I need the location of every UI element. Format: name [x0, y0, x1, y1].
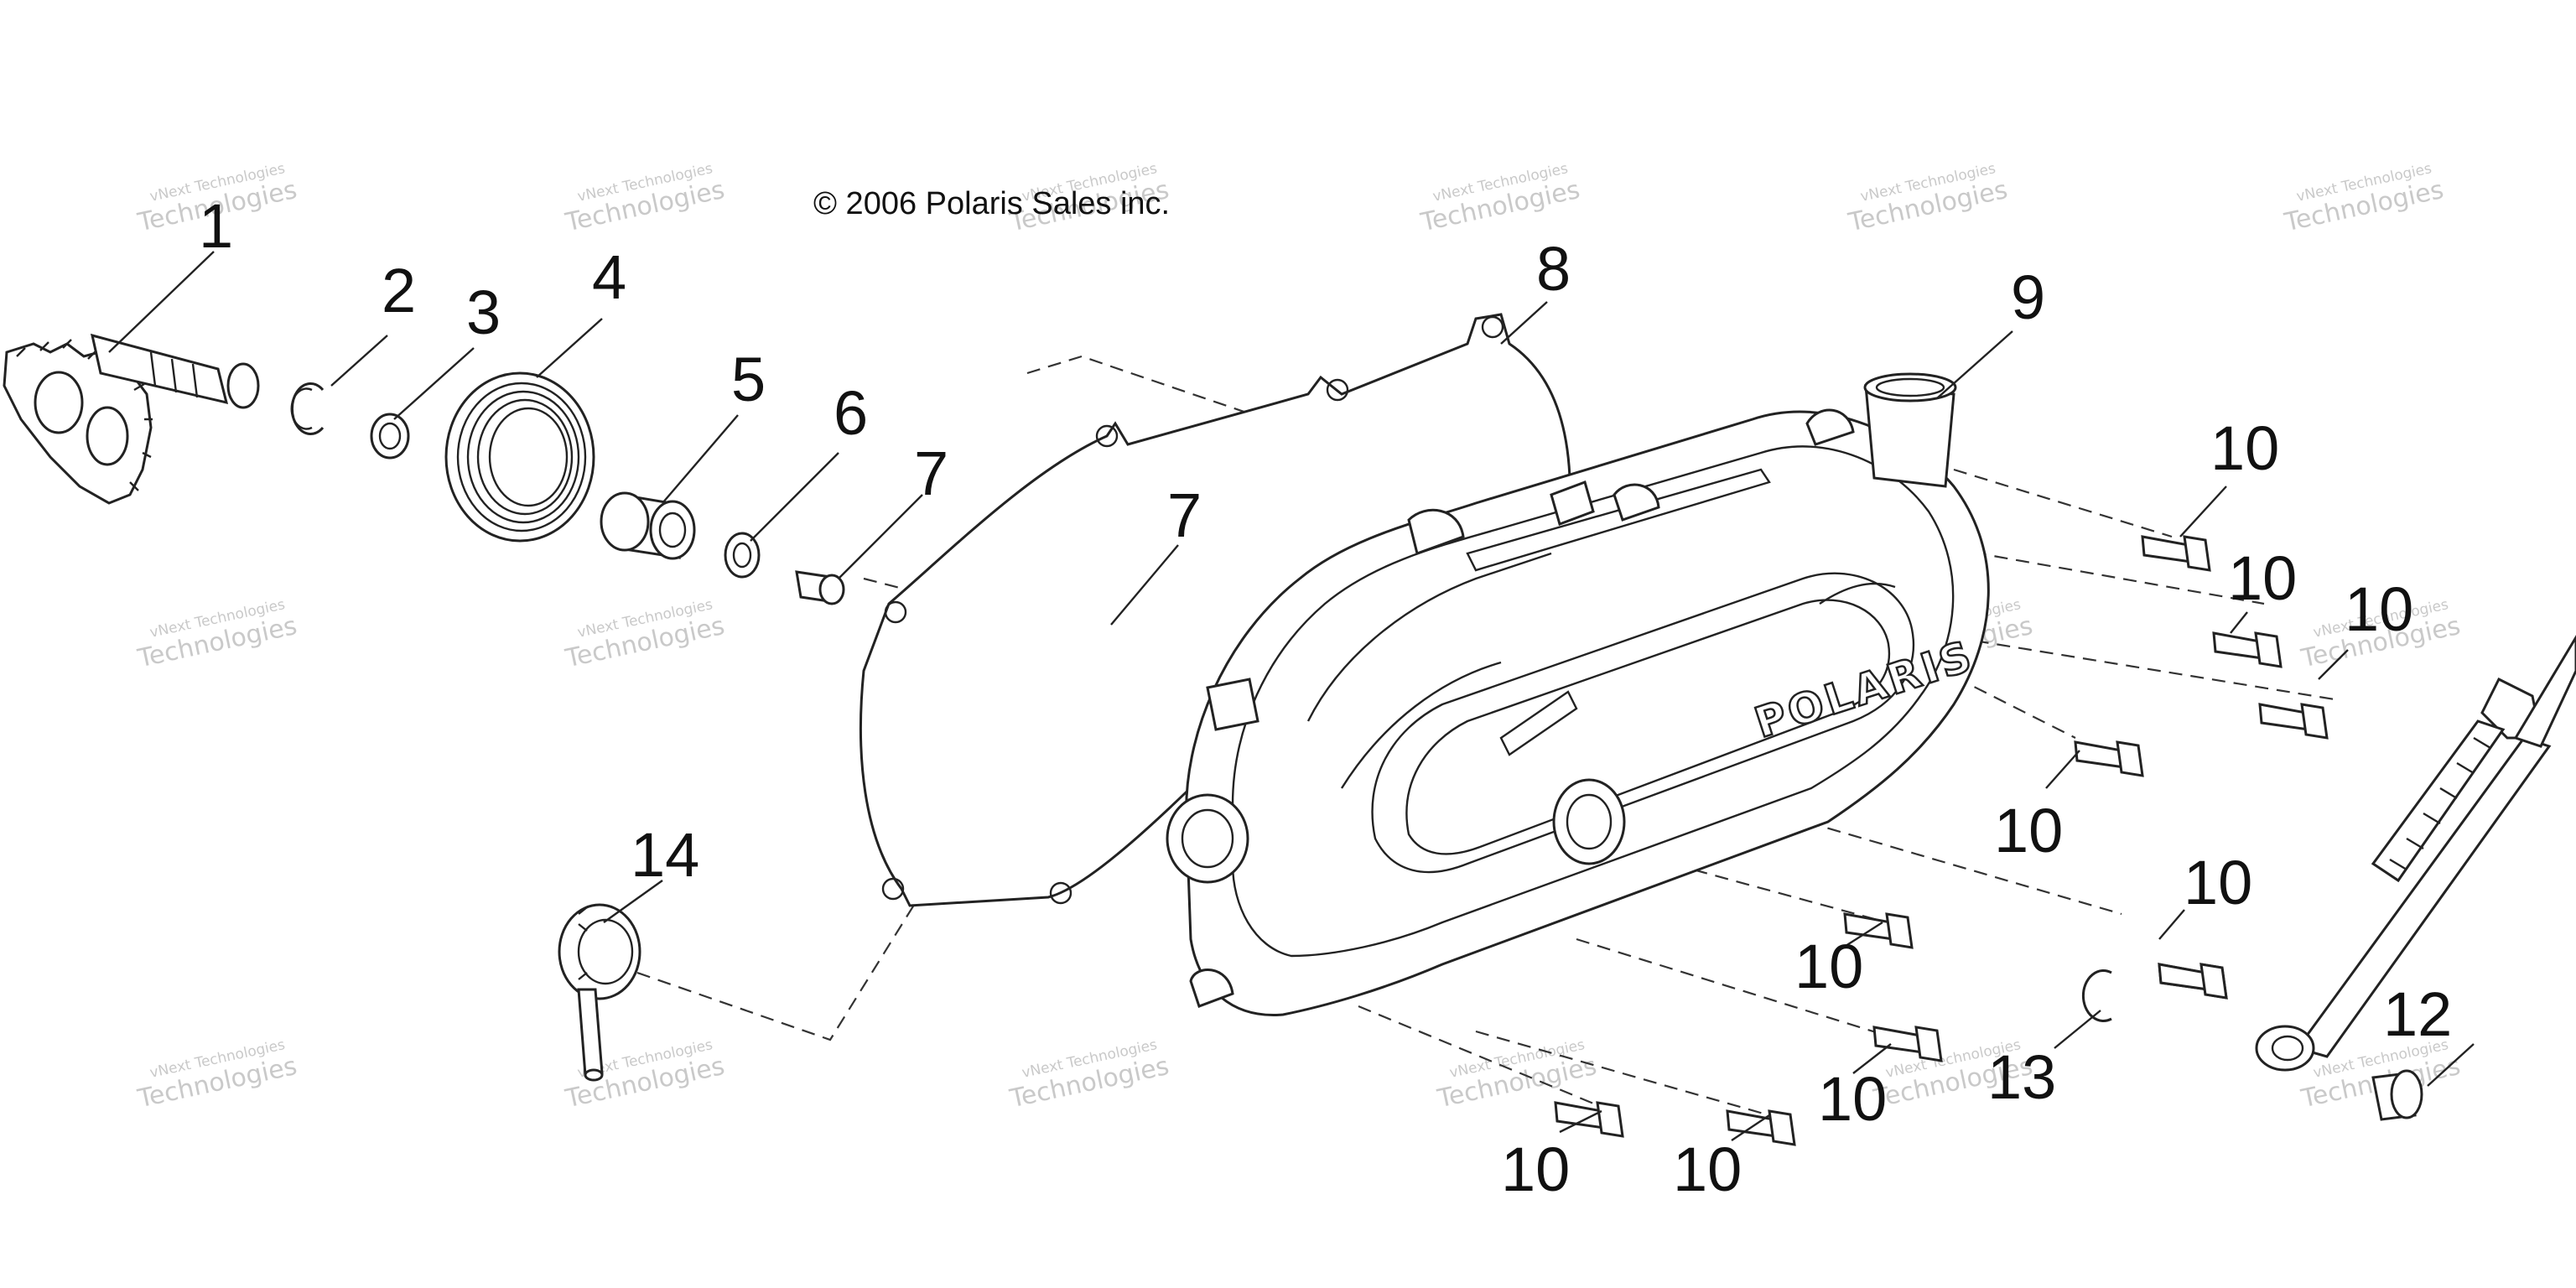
callout-6: 6: [834, 378, 868, 448]
callout-12: 12: [2383, 979, 2452, 1049]
callout-10b: 10: [2228, 543, 2297, 613]
bolt: [2141, 535, 2211, 572]
bolt: [2158, 963, 2228, 1000]
bolt: [1554, 1101, 1624, 1138]
callout-10g: 10: [1818, 1064, 1887, 1134]
kick-start-lever: [2255, 635, 2576, 1072]
callout-10e: 10: [2184, 848, 2252, 917]
part-9-duct-fitting: [1863, 372, 1957, 488]
bolt: [1726, 1109, 1796, 1146]
callout-3: 3: [466, 278, 501, 347]
part-2-circlip: [290, 382, 325, 435]
callout-labels: 1 2 3 4 5 6 7 7 8 9 10 10 10 10 10 10 10…: [199, 191, 2452, 1204]
part-13-circlip: [2081, 969, 2112, 1022]
bolt: [1843, 912, 1914, 949]
callout-4: 4: [592, 242, 626, 312]
callout-14: 14: [631, 820, 699, 890]
part-4-spring: [444, 371, 595, 543]
callout-7a: 7: [914, 439, 948, 508]
clutch-cover: POLARIS: [1166, 408, 1990, 1016]
part-6-washer: [724, 532, 761, 579]
callout-10a: 10: [2210, 413, 2279, 483]
copyright-text: © 2006 Polaris Sales inc.: [813, 186, 1170, 221]
part-14-drive-gear: [558, 903, 641, 1082]
part-3-washer: [370, 413, 410, 460]
callout-5: 5: [731, 345, 766, 414]
part-5-bushing: [600, 491, 696, 560]
callout-10f: 10: [1794, 932, 1863, 1001]
part-1-kick-gear: [3, 333, 260, 505]
bolt-group: [1554, 535, 2329, 1146]
callout-10c: 10: [2345, 574, 2413, 644]
callout-1: 1: [199, 191, 233, 261]
callout-10i: 10: [1673, 1135, 1742, 1204]
callout-13: 13: [1987, 1042, 2056, 1112]
bolt: [1872, 1026, 1943, 1062]
callout-9: 9: [2011, 262, 2045, 332]
bolt: [2074, 740, 2144, 777]
callout-2: 2: [382, 256, 416, 325]
leader-lines: [108, 251, 2475, 1141]
callout-10d: 10: [1994, 796, 2063, 865]
part-12-end-cap: [2371, 1069, 2423, 1121]
bolt: [2258, 703, 2329, 740]
callout-7b: 7: [1167, 480, 1202, 550]
callout-8: 8: [1536, 234, 1571, 304]
callout-10h: 10: [1501, 1135, 1570, 1204]
bolt: [2212, 631, 2283, 668]
part-7-dowel-pin-a: [795, 570, 845, 605]
